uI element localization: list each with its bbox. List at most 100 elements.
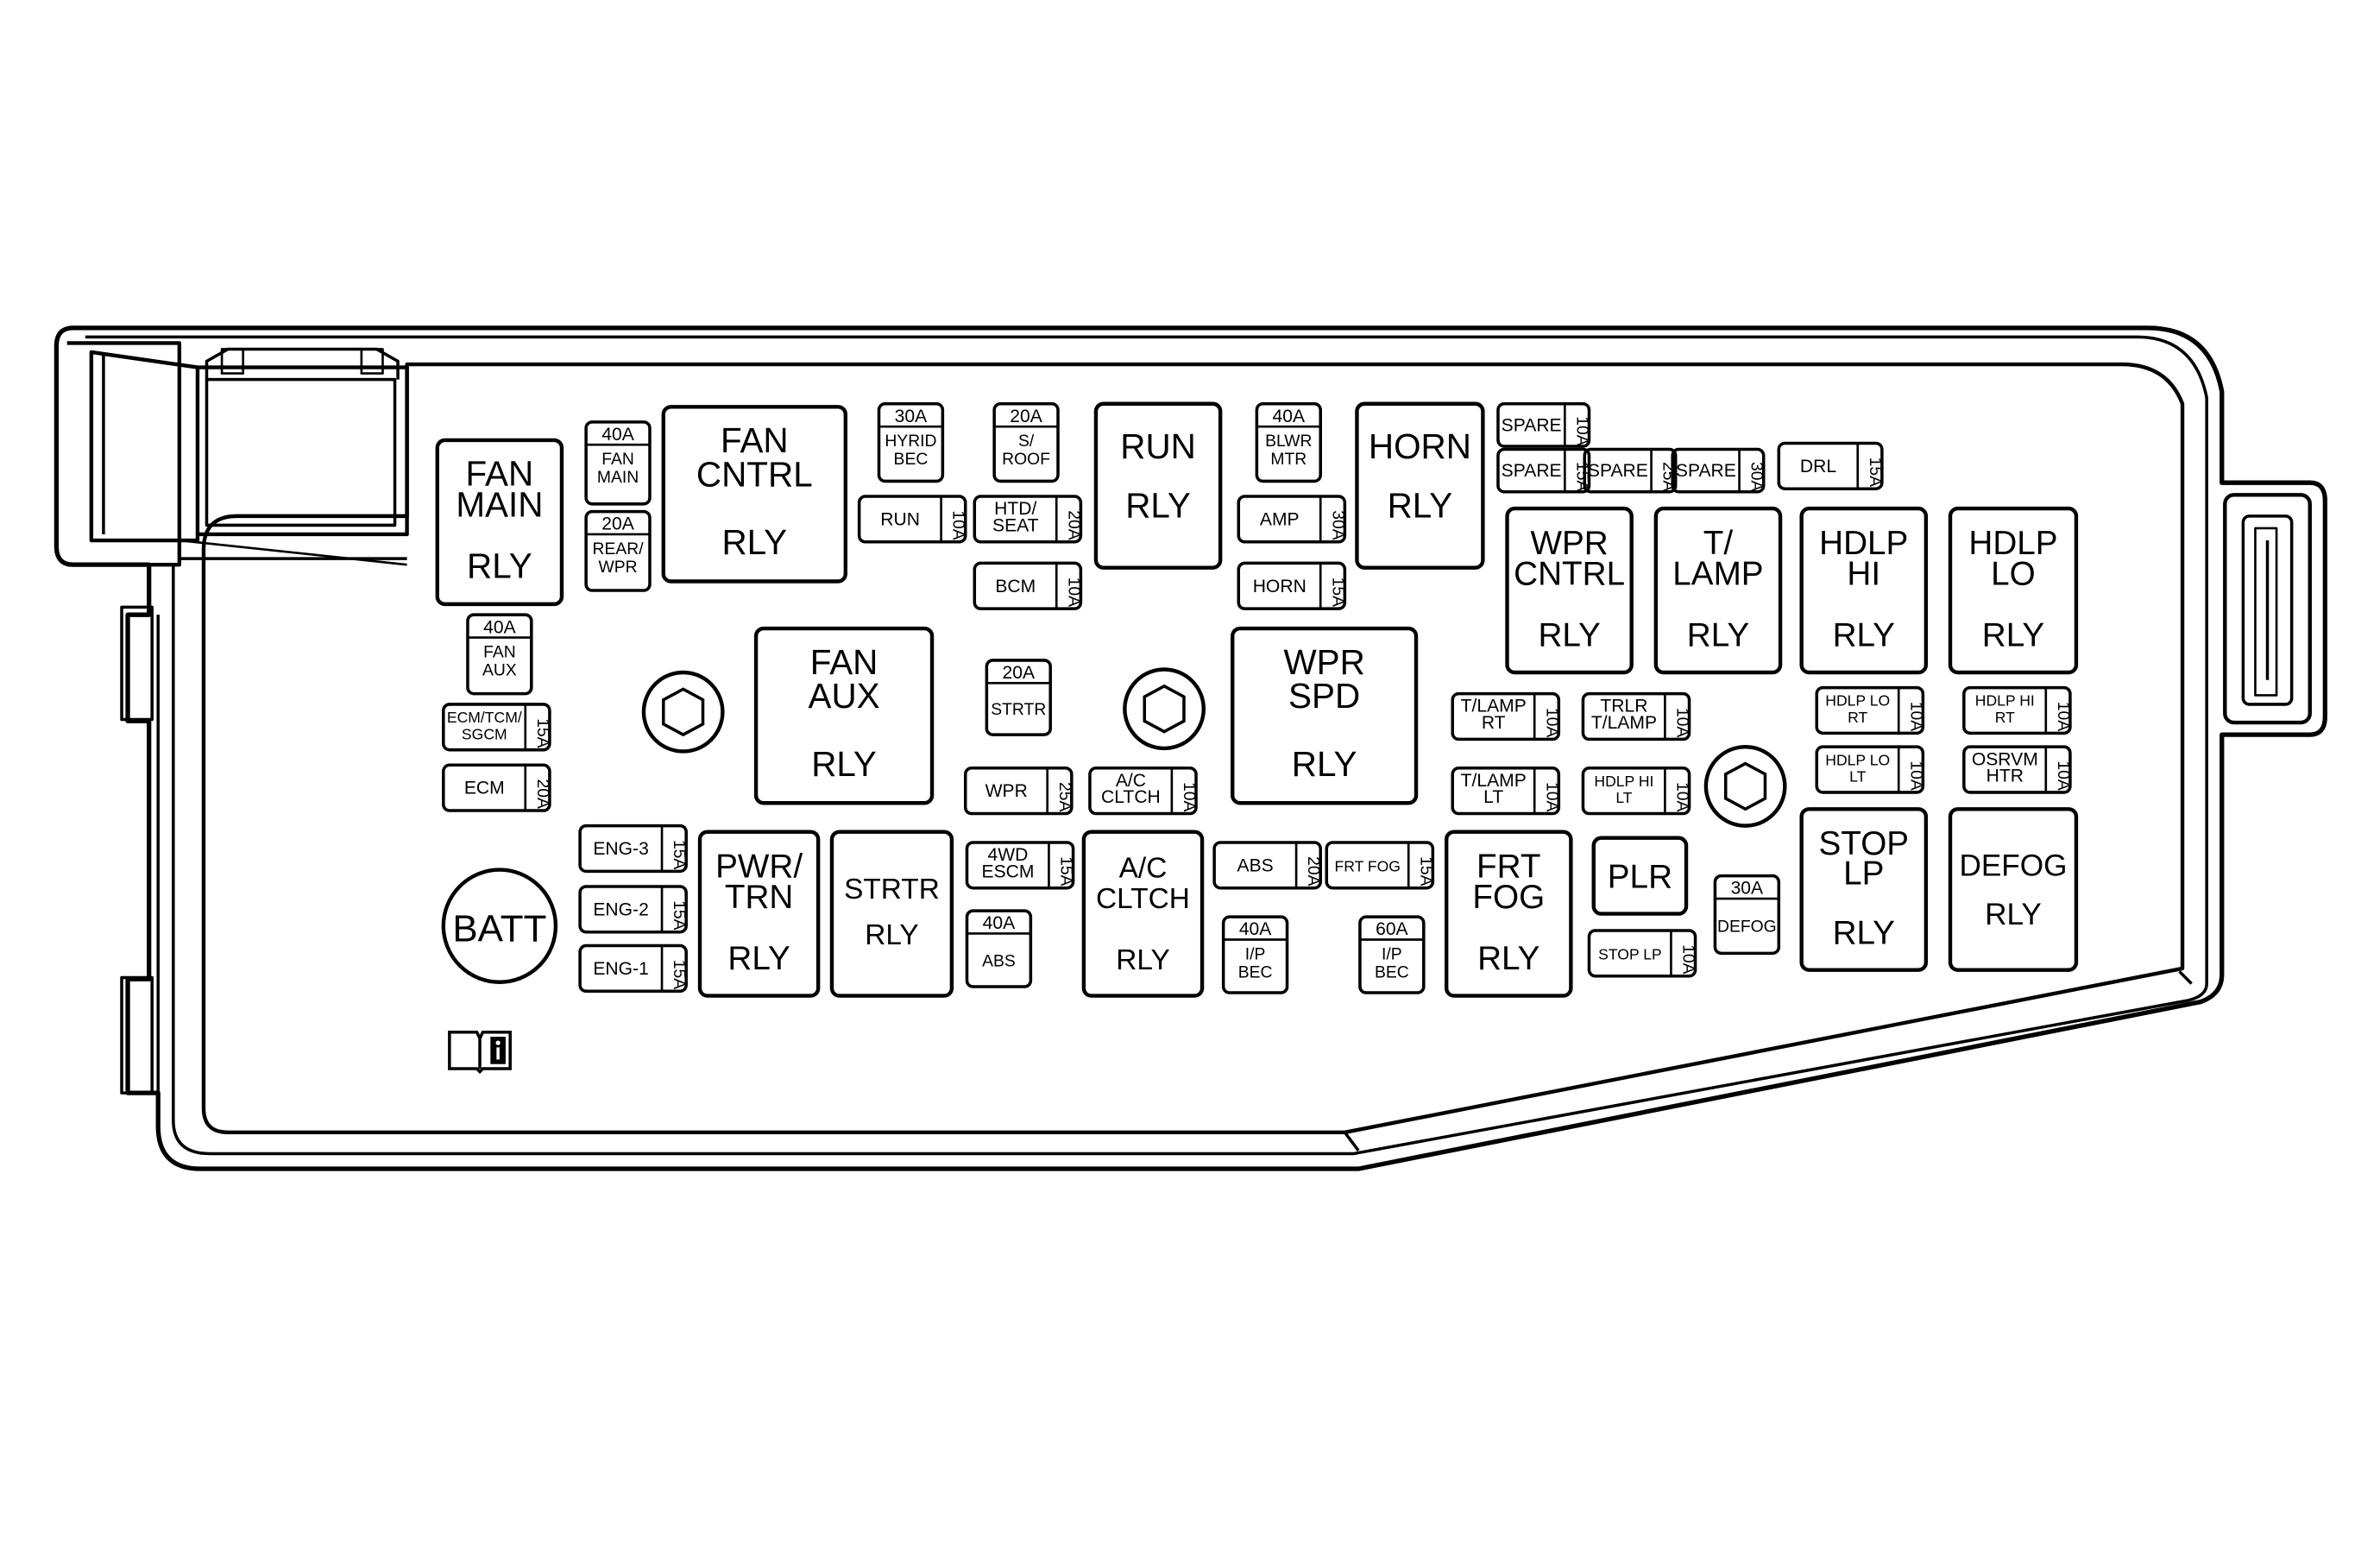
fuse-label: FAN: [483, 642, 516, 661]
fuse-label: DEFOG: [1717, 918, 1777, 937]
relay-label: RLY: [1982, 617, 2044, 654]
fuse-label: BCM: [995, 577, 1036, 596]
fuse-amperage: 25A: [1055, 782, 1074, 811]
relay-label: AUX: [808, 676, 879, 716]
fuse-label: T/LAMP: [1461, 771, 1527, 791]
fuse-amperage: 15A: [670, 960, 689, 989]
fuse-amperage: 10A: [1180, 782, 1199, 811]
relay-label: HDLP: [1819, 525, 1908, 562]
fuse-label: CLTCH: [1101, 787, 1161, 807]
mini-fuse-run: 10A RUN: [857, 495, 968, 544]
battery-terminal: BATT: [441, 868, 558, 984]
relay-label: RLY: [1388, 486, 1453, 526]
relay-label: WPR: [1283, 642, 1364, 682]
fuse-label: SPARE: [1676, 461, 1736, 481]
fuse-label: LT: [1483, 787, 1503, 807]
relay-label: FOG: [1472, 879, 1545, 916]
relay-label: RLY: [811, 744, 877, 784]
relay-label: HORN: [1369, 426, 1471, 466]
fuse-label: REAR/: [593, 540, 645, 558]
relay-label: CNTRL: [1514, 555, 1625, 592]
fuse-amperage: 20A: [1003, 663, 1036, 683]
relay-label: CNTRL: [696, 454, 813, 494]
fuse-label: BLWR: [1265, 432, 1312, 451]
relay-label: RLY: [467, 546, 532, 585]
bolt-icon: [641, 670, 725, 754]
relay-label: LO: [1991, 555, 2036, 592]
mini-fuse-bcm: 10A BCM: [973, 561, 1083, 610]
fuse-amperage: 10A: [949, 510, 968, 540]
fuse-label: S/: [1018, 432, 1035, 451]
fuse-label: HDLP LO: [1825, 751, 1890, 768]
relay-label: RUN: [1120, 426, 1196, 466]
relay-group: FANMAINRLYFANCNTRLRLYRUNRLYHORNRLYWPRCNT…: [435, 401, 2079, 998]
relay-label: STOP: [1818, 825, 1909, 862]
fuse-amperage: 30A: [1747, 462, 1766, 491]
fuse-label: T/LAMP: [1591, 713, 1657, 733]
fuse-amperage: 10A: [1542, 708, 1561, 737]
fuse-amperage: 10A: [1064, 577, 1083, 607]
fuse-label: TRLR: [1600, 697, 1647, 716]
relay-label: RLY: [721, 522, 787, 562]
relay-label: T/: [1703, 525, 1734, 562]
fuse-label: RUN: [880, 509, 920, 529]
fuse-label: RT: [1848, 709, 1867, 726]
fuse-label: T/LAMP: [1461, 697, 1527, 716]
fuse-label: AMP: [1260, 509, 1300, 529]
relay-label: RLY: [1985, 898, 2042, 931]
fuse-amperage: 40A: [1239, 919, 1272, 939]
relay-label: STRTR: [844, 874, 940, 906]
bolt-icon: [1123, 667, 1206, 751]
relay-label: RLY: [1538, 617, 1600, 654]
fuse-amperage: 10A: [1679, 944, 1698, 974]
fuse-label: HTD/: [994, 499, 1036, 519]
fuse-amperage: 20A: [1304, 856, 1323, 886]
relay-label: RLY: [727, 940, 790, 977]
fuse-amperage: 40A: [483, 617, 516, 637]
relay-label: RLY: [1477, 940, 1539, 977]
fuse-amperage: 20A: [1064, 510, 1083, 540]
fuse-label: HDLP HI: [1594, 773, 1653, 790]
horn-rly: HORN RLY: [1355, 401, 1485, 570]
fuse-amperage: 15A: [1328, 577, 1347, 607]
relay-label: SPD: [1288, 676, 1360, 716]
relay-label: PLR: [1608, 859, 1672, 896]
fuse-label: 4WD: [988, 845, 1029, 865]
fuse-label: HDLP LO: [1825, 692, 1890, 710]
fuse-label: HTR: [1986, 767, 2024, 786]
fuse-amperage: 40A: [601, 425, 634, 445]
fuse-label: SGCM: [462, 725, 507, 742]
relay-label: RLY: [1292, 744, 1357, 784]
mini-fuse-spare-4: 30A SPARE: [1671, 447, 1766, 494]
fuse-amperage: 30A: [1731, 879, 1764, 899]
fuse-label: BEC: [1375, 962, 1409, 981]
mini-fuse-group: 15AECM/TCM/SGCM20AECM15AENG-315AENG-215A…: [442, 401, 2073, 994]
fuse-amperage: 10A: [1572, 416, 1591, 445]
fuse-amperage: 10A: [1542, 782, 1561, 811]
fuse-amperage: 15A: [1416, 856, 1435, 886]
fuse-amperage: 15A: [670, 900, 689, 930]
relay-label: FAN: [810, 642, 878, 682]
relay-label: DEFOG: [1959, 849, 2067, 883]
relay-label: RLY: [1833, 617, 1895, 654]
fuse-label: ROOF: [1002, 450, 1050, 469]
